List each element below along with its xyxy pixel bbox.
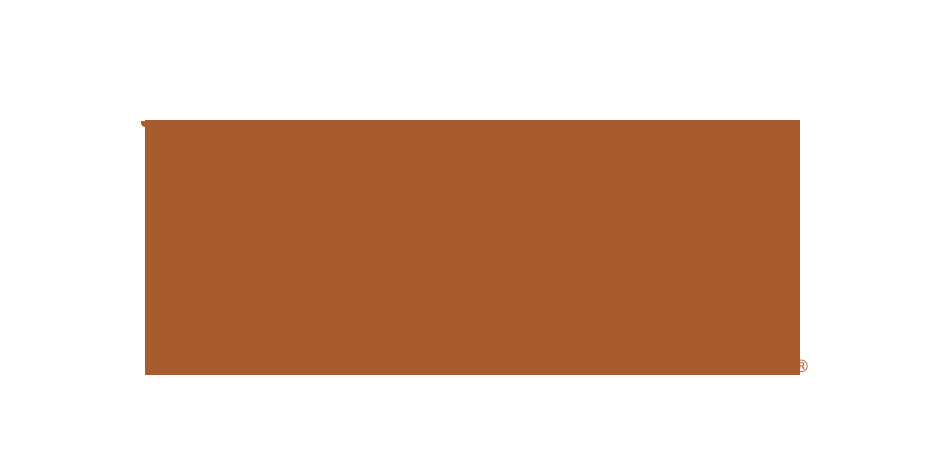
logo-color-block [145,120,800,375]
logo-corner-nub [141,121,147,127]
registered-trademark-symbol: ® [793,357,810,377]
